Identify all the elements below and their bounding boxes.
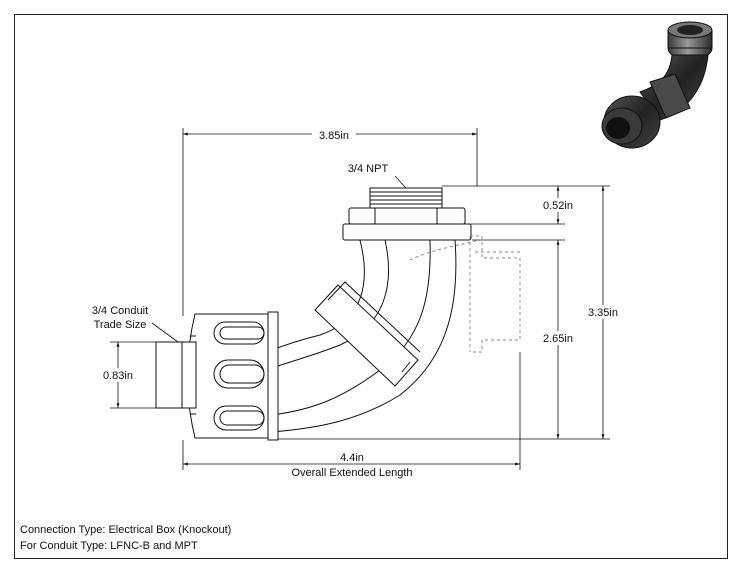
dim-overall-length: 4.4in xyxy=(340,452,364,464)
note-connection-type: Connection Type: Electrical Box (Knockou… xyxy=(20,524,232,536)
dim-top-width: 3.85in xyxy=(319,130,349,142)
fitting-3d-thumbnail xyxy=(601,21,713,149)
dim-conduit-label-line1: 3/4 Conduit xyxy=(92,305,148,317)
drawing-border xyxy=(14,14,728,559)
dim-nut-height: 0.52in xyxy=(543,200,573,212)
dim-overall-height: 3.35in xyxy=(588,307,618,319)
fitting-drawing xyxy=(155,187,521,441)
dim-lower-height: 2.65in xyxy=(543,333,573,345)
dim-conduit-label-line2: Trade Size xyxy=(94,319,147,331)
dimension-lines xyxy=(110,128,610,470)
dim-stub-diameter: 0.83in xyxy=(103,370,133,382)
dim-overall-length-caption: Overall Extended Length xyxy=(291,467,412,479)
dimension-labels: 3.85in 3/4 NPT 0.52in 3.35in 2.65in 3/4 … xyxy=(92,126,623,479)
dim-thread-label: 3/4 NPT xyxy=(348,163,389,175)
note-conduit-type: For Conduit Type: LFNC-B and MPT xyxy=(20,540,198,552)
